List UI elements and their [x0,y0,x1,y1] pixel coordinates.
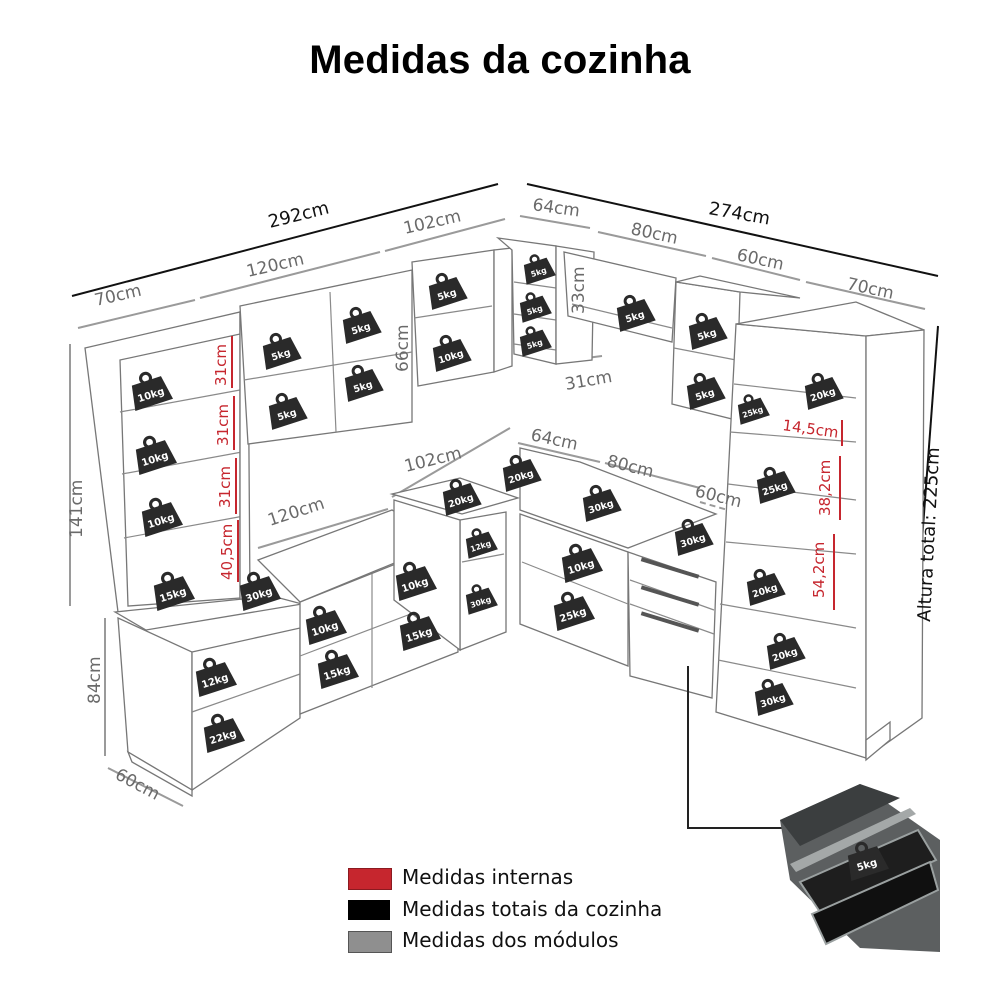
legend-swatch-module [348,931,392,953]
weight-icon: 30kg [459,579,500,616]
internal-left-4: 40,5cm [218,524,236,580]
weight-icon: 10kg [553,537,605,585]
weight-icon: 15kg [309,643,361,691]
weight-icon: 25kg [731,389,772,426]
weight-icon: 15kg [391,605,443,653]
weight-icon: 5kg [421,267,470,312]
weight-icon: 20kg [495,449,544,494]
dim-lower-120: 120cm [265,494,327,531]
internal-left-1: 31cm [212,344,230,386]
plinths [126,720,891,798]
weight-icon: 5kg [337,359,386,404]
drawer-cabinet [627,551,717,699]
weight-icon: 22kg [195,707,247,755]
dim-left-tower-141: 141cm [67,480,87,538]
weight-icon: 5kg [513,287,554,324]
upper-cabinet-102 [411,247,513,387]
weight-icon: 10kg [297,599,349,647]
weight-icon: 20kg [739,563,788,608]
dim-total-292: 292cm [266,198,331,233]
weight-icon: 30kg [747,673,796,718]
weight-icon: 5kg [681,307,730,352]
dim-base-height-84: 84cm [85,656,105,704]
weight-icon: 30kg [231,565,283,613]
weight-icon: 20kg [759,627,808,672]
weight-icon: 12kg [187,651,239,699]
weight-icon: 30kg [667,513,716,558]
corner-base-cabinet [519,513,629,667]
dim-upper-right-64: 64cm [531,195,581,221]
weight-icon: 5kg [513,321,554,358]
dim-upper-right-70: 70cm [845,274,896,303]
dim-upper-left-102: 102cm [402,206,463,239]
dim-upper-height-33: 33cm [569,266,589,314]
weight-icon: 5kg [255,327,304,372]
right-tall-tower [715,301,925,760]
legend-label-internal: Medidas internas [402,865,574,889]
page-title: Medidas da cozinha [309,38,691,82]
weight-icon: 25kg [749,461,798,506]
total-right-line [526,183,939,277]
drawer-callout-line [687,666,782,829]
weight-icon: 15kg [145,565,197,613]
legend-swatch-total [348,900,390,920]
weight-icon: 10kg [133,491,185,539]
legend-label-module: Medidas dos módulos [402,928,619,952]
dim-upper-height-66: 66cm [393,324,413,372]
weight-icon: 20kg [435,473,484,518]
weight-icon: 25kg [545,585,597,633]
weight-icon: 5kg [839,835,891,883]
internal-left-3: 31cm [216,466,234,508]
weight-icon: 10kg [123,365,175,413]
dim-upper-left-70: 70cm [93,281,144,311]
legend-swatch-internal [348,868,392,890]
internal-right-2: 38,2cm [816,460,834,516]
weight-icon: 10kg [425,329,474,374]
weight-icon: 5kg [335,301,384,346]
dim-total-274: 274cm [707,198,772,229]
dim-lower-64: 64cm [529,425,580,454]
weight-icon: 30kg [575,479,624,524]
weight-icon: 5kg [261,387,310,432]
weight-icon: 10kg [387,555,439,603]
weight-icon: 5kg [679,367,728,412]
legend-label-total: Medidas totais da cozinha [402,897,663,921]
dim-upper-left-120: 120cm [245,249,306,282]
weight-icon: 10kg [127,429,179,477]
weight-icon: 5kg [517,249,558,286]
weight-icon: 5kg [609,289,658,334]
weight-icon: 20kg [797,367,846,412]
weight-icon: 12kg [459,523,500,560]
internal-right-3: 54,2cm [810,542,828,598]
total-left-line [71,183,499,297]
dim-upper-depth-31: 31cm [563,367,613,395]
internal-left-2: 31cm [214,404,232,446]
